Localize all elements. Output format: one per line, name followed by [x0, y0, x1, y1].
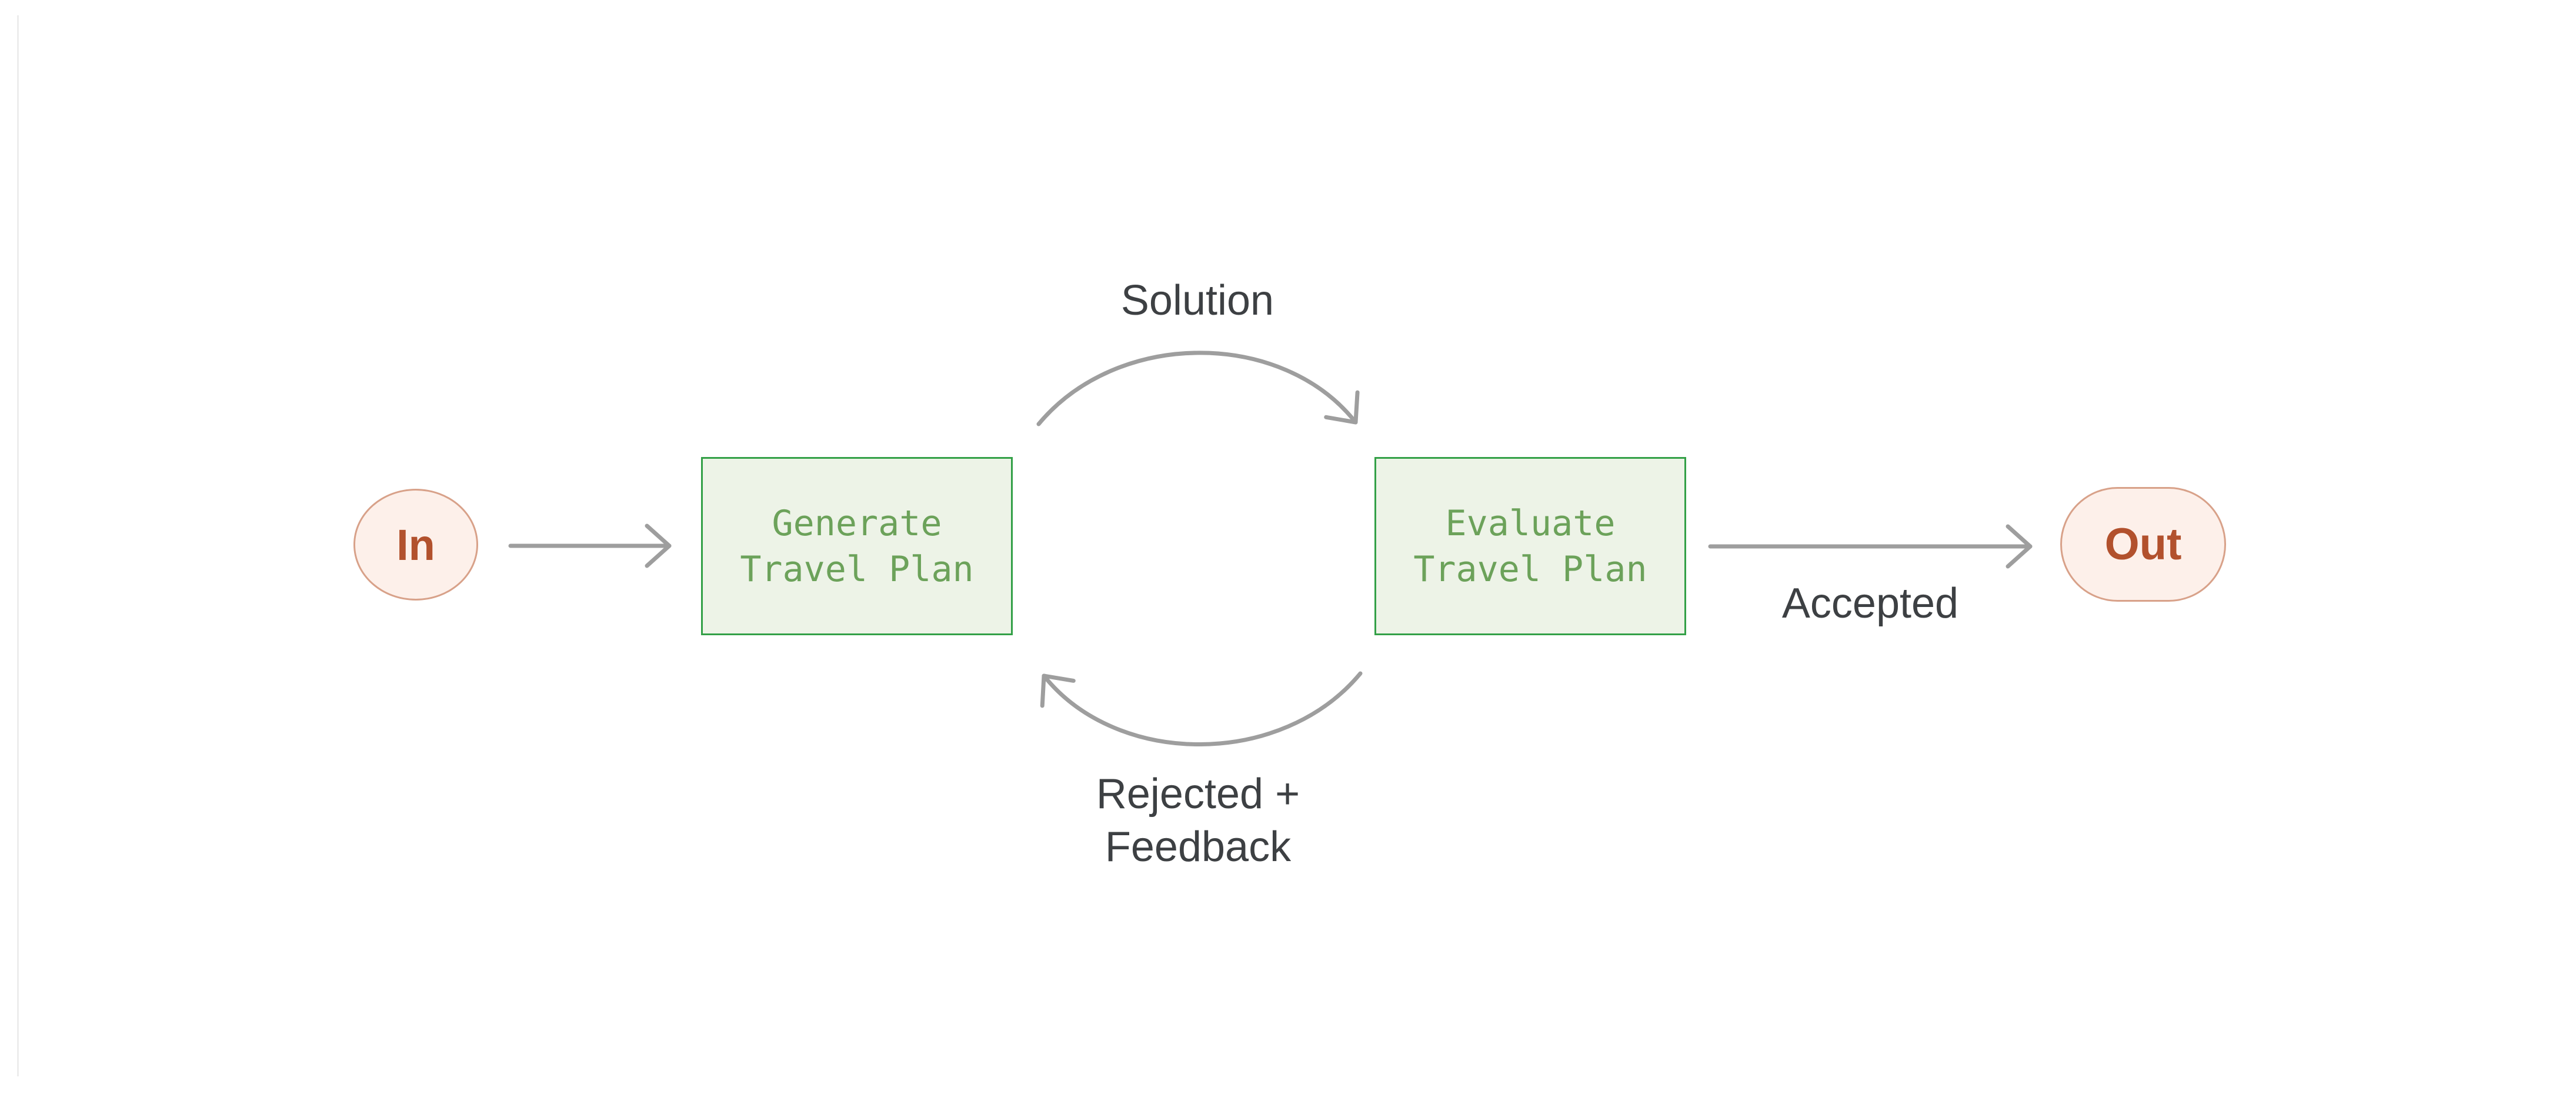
edge-generate-to-evaluate-solution-arc-arrow [1036, 351, 1360, 426]
node-generate-travel-plan: Generate Travel Plan [701, 457, 1013, 635]
panel-left-edge [17, 15, 19, 1076]
node-in-label: In [396, 520, 435, 569]
edge-label-rejected-line1: Rejected + [1096, 771, 1300, 818]
edge-evaluate-to-generate-rejected-arc-arrow [1040, 671, 1363, 746]
node-out: Out [2060, 487, 2226, 602]
node-out-label: Out [2104, 519, 2182, 569]
node-in: In [353, 489, 478, 601]
edge-label-rejected-feedback: Rejected + Feedback [1096, 768, 1300, 873]
edge-label-accepted: Accepted [1781, 580, 1959, 627]
node-evaluate-label-line2: Travel Plan [1413, 548, 1647, 590]
edge-label-solution: Solution [1120, 277, 1274, 324]
node-evaluate-label-line1: Evaluate [1445, 502, 1616, 544]
node-evaluate-travel-plan: Evaluate Travel Plan [1374, 457, 1686, 635]
node-generate-label-line1: Generate [772, 502, 942, 544]
node-generate-label-line2: Travel Plan [740, 548, 974, 590]
edge-label-rejected-line2: Feedback [1105, 823, 1292, 870]
